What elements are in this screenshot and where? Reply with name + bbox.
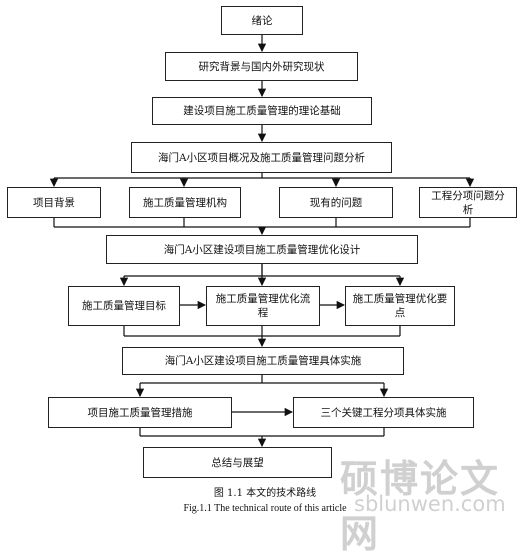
node-sub-analysis: 工程分项问题分析	[419, 187, 517, 218]
node-theory: 建设项目施工质量管理的理论基础	[152, 97, 372, 125]
node-project-bg: 项目背景	[7, 187, 101, 218]
node-process: 施工质量管理优化流程	[206, 286, 320, 326]
node-measures: 项目施工质量管理措施	[48, 397, 232, 428]
figure-caption-cn: 图 1.1 本文的技术路线	[213, 488, 317, 499]
watermark-en: sblunwen.com	[354, 492, 506, 516]
node-implementation: 海门A小区建设项目施工质量管理具体实施	[122, 347, 404, 375]
node-key-items: 三个关键工程分项具体实施	[293, 397, 474, 428]
node-problems: 现有的问题	[279, 187, 393, 218]
node-optimization: 海门A小区建设项目施工质量管理优化设计	[106, 235, 418, 264]
node-org: 施工质量管理机构	[129, 187, 241, 218]
watermark-cn: 硕博论文网	[340, 457, 501, 556]
node-goal: 施工质量管理目标	[68, 286, 180, 326]
connector-lines	[49, 35, 475, 448]
technical-route-diagram: 绪论 研究背景与国内外研究现状 建设项目施工质量管理的理论基础 海门A小区项目概…	[7, 6, 517, 556]
figure-caption-en: Fig.1.1 The technical route of this arti…	[183, 503, 347, 514]
node-overview: 海门A小区项目概况及施工质量管理问题分析	[131, 142, 392, 173]
node-intro: 绪论	[221, 6, 303, 35]
node-key-points: 施工质量管理优化要点	[345, 286, 455, 326]
node-background: 研究背景与国内外研究现状	[165, 52, 358, 81]
node-summary: 总结与展望	[143, 447, 332, 478]
